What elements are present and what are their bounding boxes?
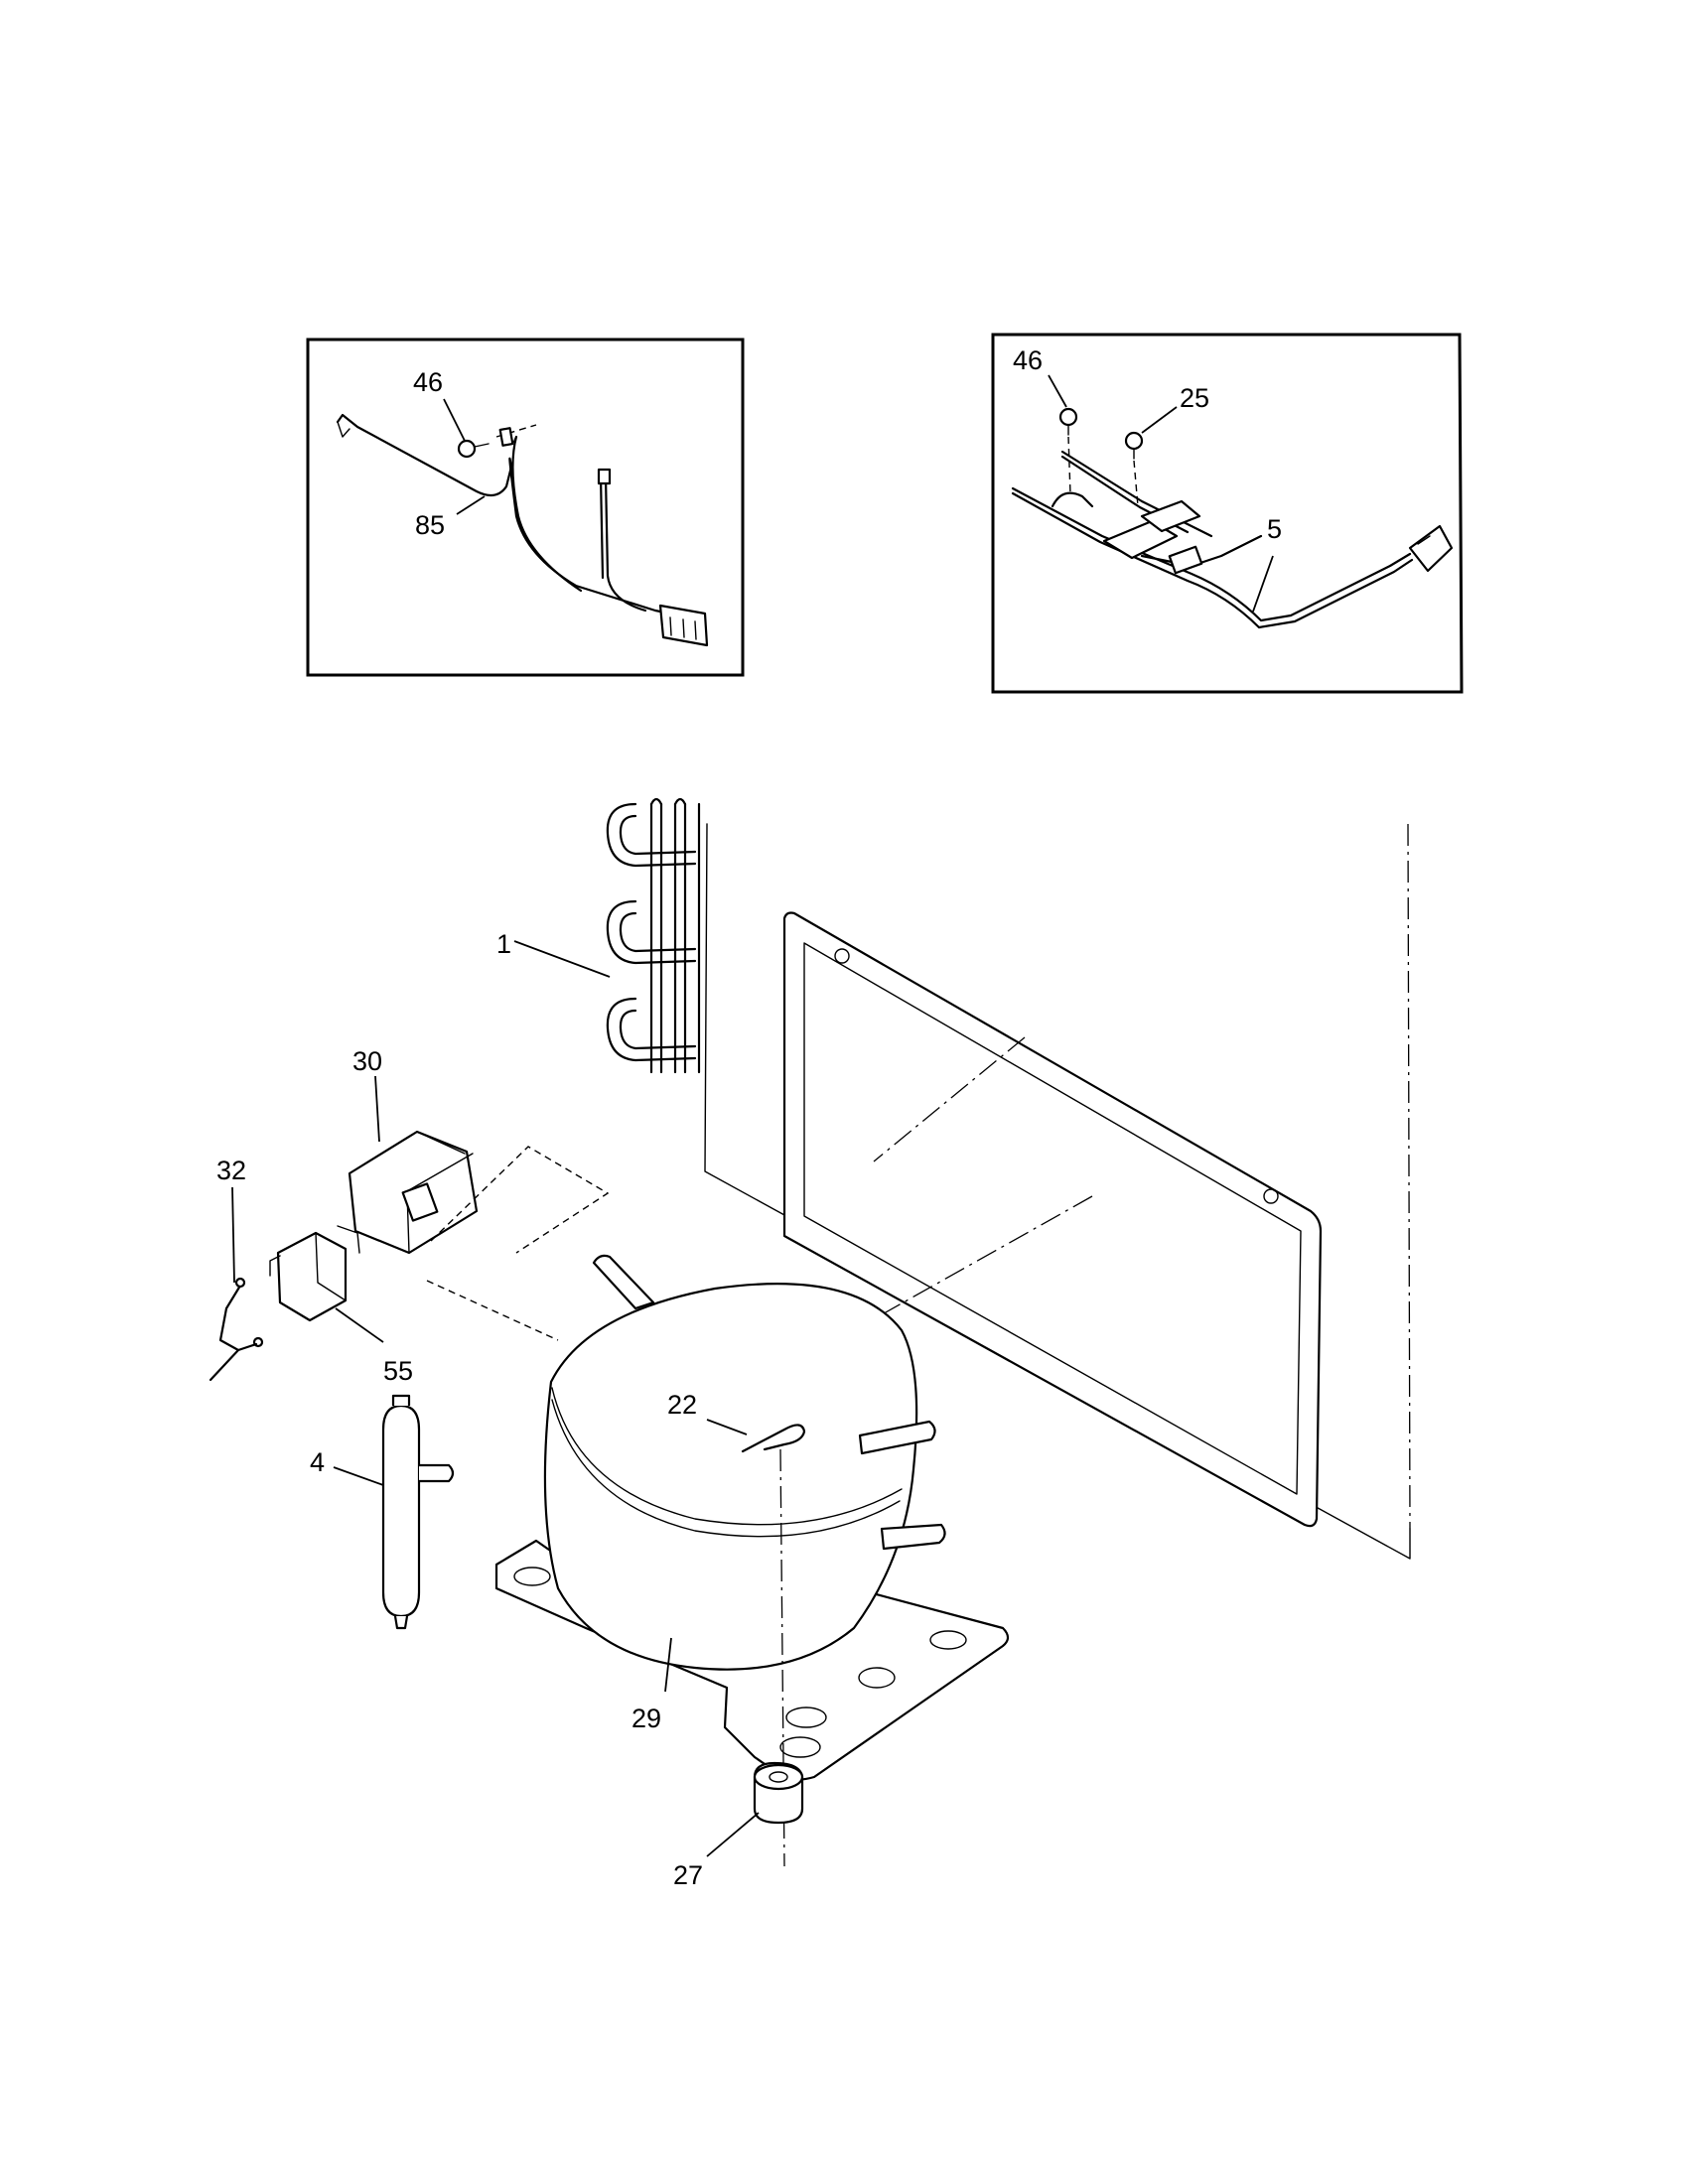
start-relay: 30 — [337, 1046, 610, 1341]
screw-icon — [1058, 407, 1078, 436]
filter-drier: 4 — [310, 1394, 455, 1630]
callout-55: 55 — [383, 1356, 413, 1386]
callout-22: 22 — [667, 1390, 697, 1420]
callout-4: 4 — [310, 1447, 325, 1477]
callout-46-left: 46 — [413, 367, 443, 397]
clip-wire: 32 — [209, 1156, 264, 1382]
overload-protector: 55 — [269, 1231, 413, 1386]
cabinet-back — [704, 823, 1411, 1560]
plug-icon — [1408, 524, 1454, 573]
callout-27: 27 — [673, 1860, 703, 1890]
callout-32: 32 — [216, 1156, 246, 1185]
condenser-coil: 1 — [496, 797, 701, 1074]
callout-30: 30 — [352, 1046, 382, 1076]
screw-icon — [1124, 431, 1144, 460]
compressor: 22 29 — [494, 1254, 1010, 1867]
callout-85: 85 — [415, 510, 445, 540]
callout-29: 29 — [632, 1704, 661, 1733]
inset-power-cord: 46 25 5 — [991, 333, 1464, 694]
inset-wiring-harness: 46 85 — [306, 338, 745, 677]
callout-25: 25 — [1180, 383, 1209, 413]
grommet: 27 — [673, 1761, 804, 1890]
callout-46-right: 46 — [1013, 345, 1043, 375]
screw-icon — [457, 439, 490, 459]
callout-1: 1 — [496, 929, 511, 959]
callout-5: 5 — [1267, 514, 1282, 544]
